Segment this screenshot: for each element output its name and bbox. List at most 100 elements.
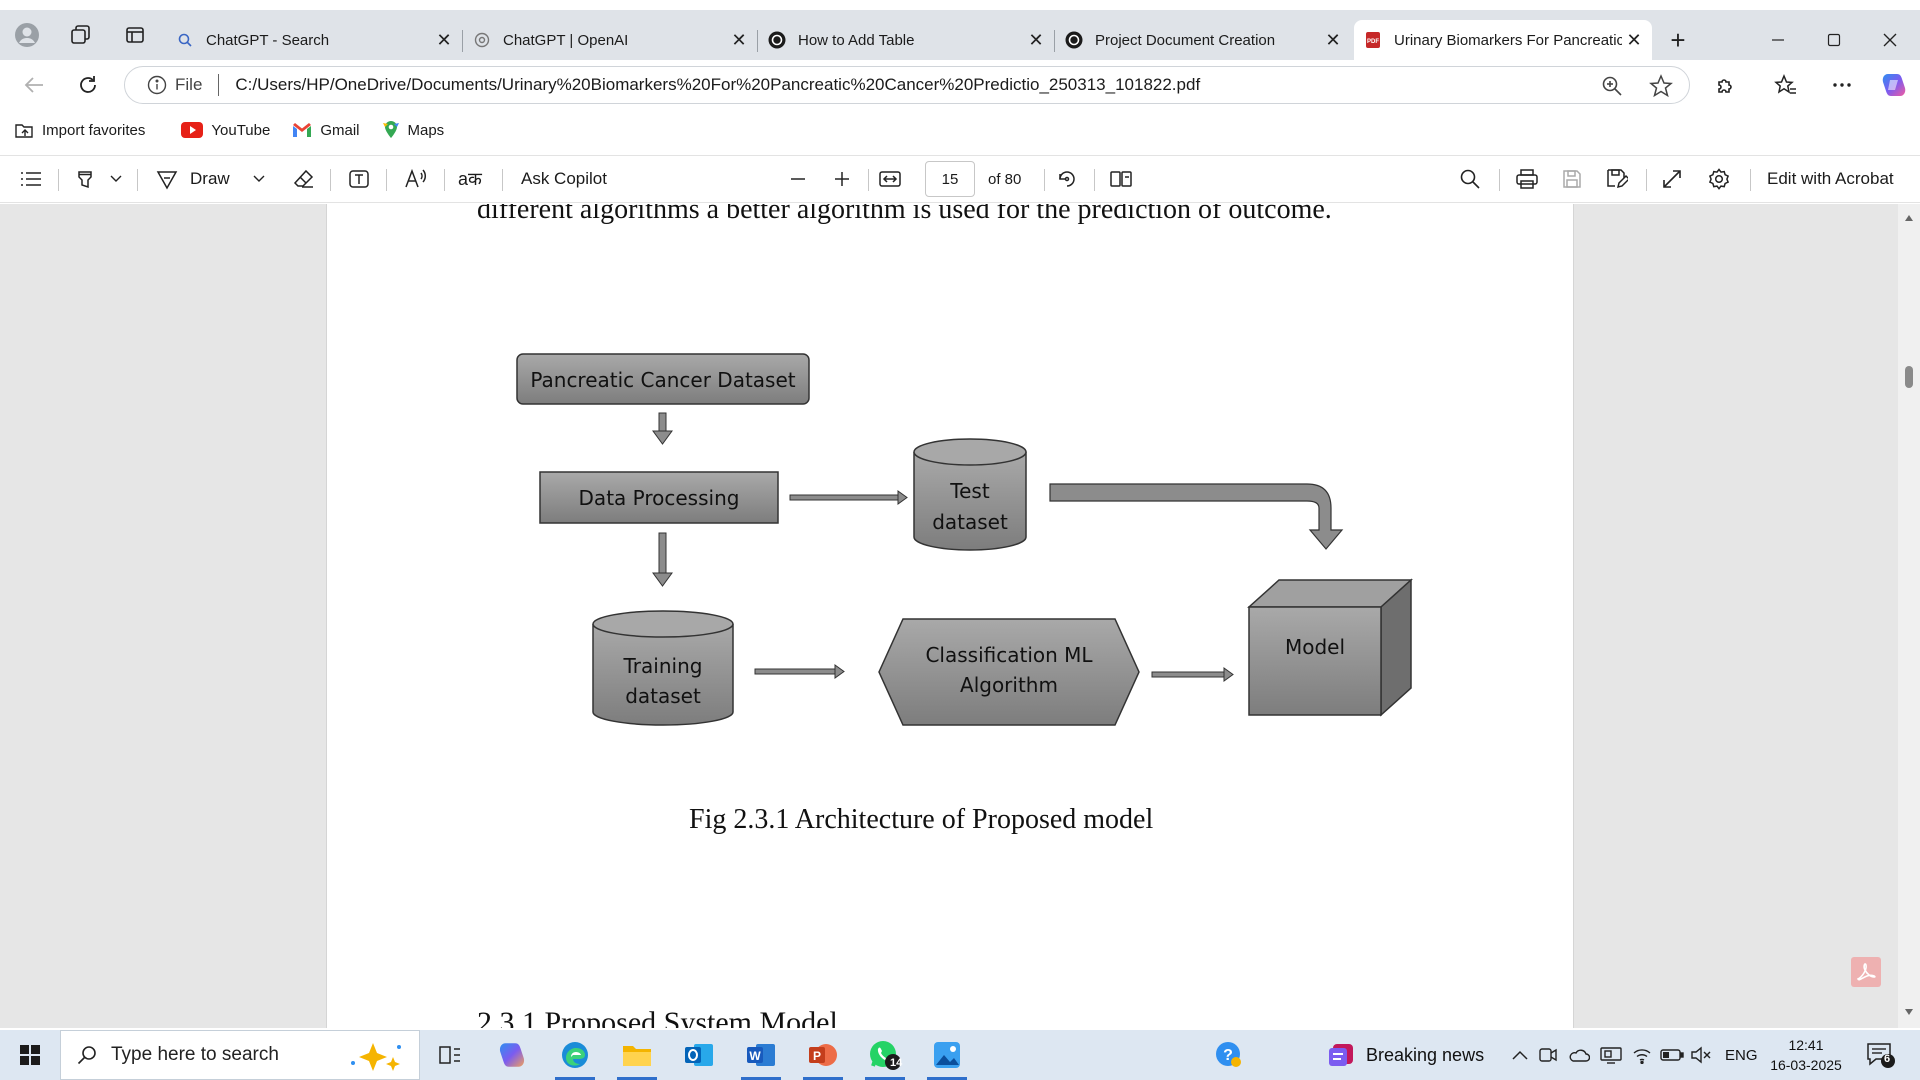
settings-gear-icon[interactable] (1708, 156, 1730, 202)
highlight-icon[interactable] (74, 156, 96, 202)
divider (137, 169, 138, 191)
taskbar: Type here to search W P 14 ? Breaki (0, 1030, 1920, 1080)
zoom-out-icon[interactable] (790, 156, 806, 202)
clock-date: 16-03-2025 (1770, 1057, 1842, 1073)
extensions-icon[interactable] (1708, 67, 1744, 103)
eraser-icon[interactable] (293, 156, 315, 202)
close-icon[interactable]: ✕ (1626, 29, 1642, 50)
refresh-button[interactable] (70, 67, 106, 103)
ask-copilot-button[interactable]: Ask Copilot (521, 156, 607, 202)
zoom-in-icon[interactable] (834, 156, 850, 202)
contents-icon[interactable] (20, 156, 42, 202)
back-button[interactable] (16, 67, 52, 103)
favorites-icon[interactable] (1768, 67, 1804, 103)
windows-start-icon[interactable] (2, 1030, 58, 1080)
task-view-icon[interactable] (422, 1030, 478, 1080)
new-tab-button[interactable]: + (1670, 24, 1686, 55)
classification-label-line1: Classification ML (925, 643, 1093, 667)
draw-button[interactable]: Draw (156, 156, 230, 202)
fullscreen-icon[interactable] (1662, 156, 1682, 202)
workspaces-icon[interactable] (54, 10, 108, 60)
tab-chatgpt-openai[interactable]: ChatGPT | OpenAI ✕ (463, 20, 758, 60)
info-icon[interactable] (147, 75, 167, 95)
display-icon[interactable] (1600, 1030, 1622, 1080)
notification-center-icon[interactable]: 6 (1866, 1030, 1896, 1080)
meet-now-icon[interactable] (1538, 1030, 1558, 1080)
acrobat-icon[interactable] (1851, 957, 1881, 987)
outlook-icon[interactable] (671, 1030, 727, 1080)
language-indicator[interactable]: ENG (1725, 1046, 1758, 1064)
tab-chatgpt-search[interactable]: ChatGPT - Search ✕ (166, 20, 463, 60)
ask-copilot-label: Ask Copilot (521, 169, 607, 188)
clock[interactable]: 12:41 16-03-2025 (1770, 1030, 1842, 1080)
photos-icon[interactable] (919, 1030, 975, 1080)
tab-strip: ChatGPT - Search ✕ ChatGPT | OpenAI ✕ Ho… (0, 10, 1920, 60)
highlight-dropdown-icon[interactable] (110, 156, 122, 202)
tab-add-table[interactable]: How to Add Table ✕ (758, 20, 1055, 60)
maximize-button[interactable] (1806, 20, 1862, 60)
tab-project-document[interactable]: Project Document Creation ✕ (1055, 20, 1351, 60)
gmail-link[interactable]: Gmail (292, 122, 360, 139)
favorite-label: YouTube (211, 121, 271, 139)
page-view-icon[interactable] (1110, 156, 1132, 202)
favorite-star-icon[interactable] (1649, 74, 1673, 103)
scroll-up-icon[interactable] (1904, 214, 1914, 222)
help-icon[interactable]: ? (1201, 1030, 1257, 1080)
more-icon[interactable] (1824, 67, 1860, 103)
battery-icon[interactable] (1660, 1030, 1684, 1080)
zoom-icon[interactable] (1601, 75, 1623, 102)
text-box-icon[interactable] (348, 156, 370, 202)
edge-app-icon[interactable] (547, 1030, 603, 1080)
close-icon[interactable]: ✕ (731, 29, 747, 50)
read-aloud-icon[interactable] (404, 156, 428, 202)
maps-link[interactable]: Maps (382, 120, 445, 140)
gmail-icon (292, 122, 312, 138)
pdf-viewer[interactable]: different algorithms a better algorithm … (0, 204, 1920, 1028)
print-icon[interactable] (1516, 156, 1538, 202)
edit-with-acrobat-button[interactable]: Edit with Acrobat (1767, 156, 1894, 202)
copilot-app-icon[interactable] (484, 1030, 540, 1080)
page-number-input[interactable]: 15 (925, 161, 975, 197)
bent-arrow-icon (1049, 483, 1344, 550)
close-icon[interactable]: ✕ (1028, 29, 1044, 50)
tab-urinary-biomarkers[interactable]: PDF Urinary Biomarkers For Pancreatic ✕ (1354, 20, 1652, 60)
show-hidden-icons[interactable] (1512, 1030, 1528, 1080)
close-icon[interactable]: ✕ (436, 29, 452, 50)
volume-muted-icon[interactable] (1690, 1030, 1712, 1080)
address-bar[interactable]: File C:/Users/HP/OneDrive/Documents/Urin… (124, 66, 1690, 104)
copilot-icon[interactable] (1876, 67, 1912, 103)
youtube-link[interactable]: YouTube (181, 122, 270, 139)
training-dataset-label-line2: dataset (625, 684, 701, 708)
rotate-icon[interactable] (1056, 156, 1078, 202)
test-dataset-label-line2: dataset (932, 510, 1008, 534)
vertical-scrollbar[interactable] (1898, 204, 1920, 1028)
import-favorites-link[interactable]: Import favorites (14, 121, 145, 139)
divider (502, 169, 503, 191)
tab-actions-icon[interactable] (108, 10, 162, 60)
scroll-down-icon[interactable] (1904, 1008, 1914, 1016)
find-icon[interactable] (1460, 156, 1480, 202)
openai-icon (473, 31, 491, 49)
onedrive-icon[interactable] (1568, 1030, 1590, 1080)
word-icon[interactable]: W (733, 1030, 789, 1080)
favorite-label: Maps (407, 121, 445, 139)
divider (58, 169, 59, 191)
url-text[interactable]: C:/Users/HP/OneDrive/Documents/Urinary%2… (235, 75, 1201, 94)
whatsapp-icon[interactable]: 14 (857, 1030, 913, 1080)
news-widget[interactable]: Breaking news (1328, 1030, 1484, 1080)
powerpoint-icon[interactable]: P (795, 1030, 851, 1080)
close-icon[interactable]: ✕ (1325, 29, 1341, 50)
file-explorer-icon[interactable] (609, 1030, 665, 1080)
taskbar-search-box[interactable]: Type here to search (60, 1030, 420, 1080)
save-icon[interactable] (1562, 156, 1582, 202)
save-as-icon[interactable] (1606, 156, 1628, 202)
training-dataset-label-line1: Training (623, 654, 703, 678)
wifi-icon[interactable] (1632, 1030, 1652, 1080)
close-window-button[interactable] (1862, 20, 1918, 60)
profile-icon[interactable] (0, 10, 54, 60)
minimize-button[interactable] (1750, 20, 1806, 60)
scroll-thumb[interactable] (1905, 366, 1913, 388)
fit-page-icon[interactable] (879, 156, 901, 202)
draw-dropdown-icon[interactable] (253, 156, 265, 202)
